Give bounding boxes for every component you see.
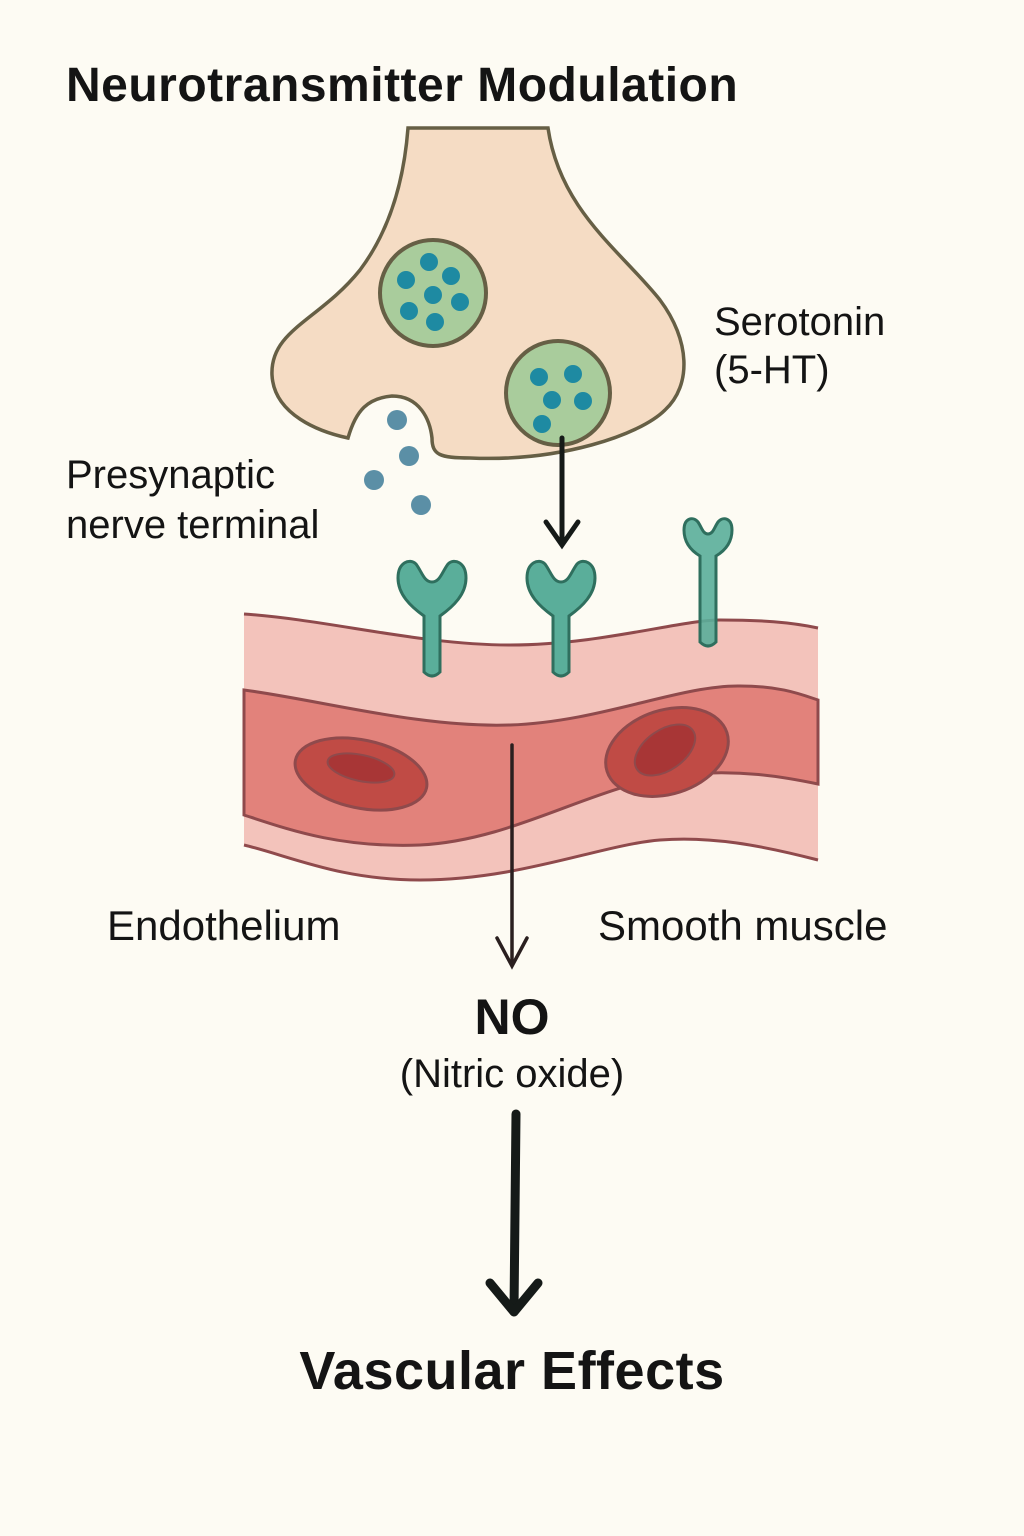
no-arrow (495, 743, 529, 970)
serotonin-molecule (442, 267, 460, 285)
smooth-muscle-label: Smooth muscle (598, 902, 888, 949)
serotonin-molecule (424, 286, 442, 304)
serotonin-molecule (451, 293, 469, 311)
serotonin-molecule (420, 253, 438, 271)
receptor (525, 559, 597, 678)
nitric-oxide-label: (Nitric oxide) (399, 1052, 625, 1096)
serotonin-molecule (564, 365, 582, 383)
release-arrow (543, 435, 581, 550)
serotonin-molecule (400, 302, 418, 320)
serotonin-label-line1: Serotonin (714, 300, 886, 344)
receptor (396, 559, 468, 678)
serotonin-molecule (397, 271, 415, 289)
presynaptic-label-line1: Presynaptic (66, 453, 275, 497)
presynaptic-label: Presynaptic nerve terminal (66, 450, 319, 550)
red-blood-cell (604, 706, 730, 798)
released-serotonin (364, 410, 431, 515)
outcome-arrow (485, 1109, 543, 1317)
receptor (682, 517, 734, 648)
serotonin-molecule (574, 392, 592, 410)
presynaptic-label-line2: nerve terminal (66, 503, 320, 547)
serotonin-molecule (533, 415, 551, 433)
diagram-title: Neurotransmitter Modulation (66, 59, 739, 112)
vesicle-upper (378, 238, 488, 348)
serotonin-label-line2: (5-HT) (714, 348, 830, 392)
red-blood-cell (293, 736, 429, 812)
serotonin-molecule (426, 313, 444, 331)
no-label: NO (474, 989, 550, 1045)
vascular-effects-label: Vascular Effects (299, 1341, 725, 1401)
serotonin-molecule (543, 391, 561, 409)
serotonin-label: Serotonin (5-HT) (714, 298, 885, 394)
vesicle-lower (504, 339, 612, 447)
serotonin-molecule (530, 368, 548, 386)
endothelium-label: Endothelium (107, 902, 341, 949)
